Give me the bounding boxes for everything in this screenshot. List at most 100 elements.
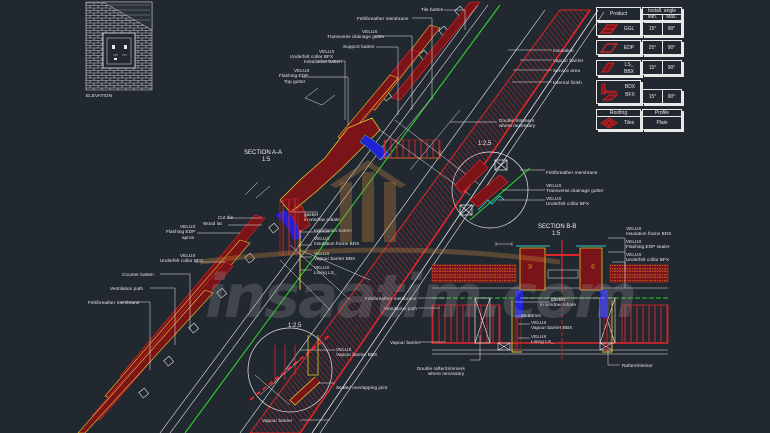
label-felt-membrane-2: Felt/breather membrane [88,300,140,305]
detail-circle-top [451,151,531,229]
label-tile-batten: Tile batten [421,7,444,12]
label-installation-batten-2: Installation batten [314,228,352,233]
section-aa-rafter [239,9,605,433]
section-aa-tiles-upper [337,1,481,141]
label-top-gutter: Top gutter [284,79,306,84]
label-velux: VELUX [546,183,562,188]
label-felt-membrane: Felt/breather membrane [357,16,409,21]
label-velux: VELUX [546,196,562,201]
label-velux: VELUX [314,236,330,241]
label-insulation-frame: Insulation frame BDX [314,241,360,246]
section-aa-title: SECTION A-A [244,150,283,156]
label-rafter-trimmer: Rafter/trimmer [622,363,653,368]
label-velux: VELUX [362,29,378,34]
product-row-edp: EDP [596,40,641,55]
label-transverse-gutter: Transverse drainage gutter [327,34,385,39]
label-underfelt-collar: Underfelt collar BFX [290,54,334,59]
label-velux: VELUX [531,320,547,325]
edp-flashing-icon [599,43,619,53]
section-aa-tiles-lower [77,214,266,433]
detail-top-scale: 1:2,5 [478,141,492,147]
label-underfelt-collar-2: Underfelt collar BFX [160,258,204,263]
angle-row-bdx-bfx: 15° 90° [642,89,682,104]
tiles-icon [600,117,618,129]
label-double-trimmers: Double trimmers [499,118,535,123]
label-internal-finish: Internal finish [553,80,582,85]
label-felt-membrane-3: Felt/breather membrane [546,170,598,175]
label-window-rebate-bb: in window rebate [540,302,577,307]
label-insulation-frame-bdx: Insulation frame BDX [626,231,672,236]
label-velux: VELUX [314,265,330,270]
product-row-bdx-bfx: BDX BFX [596,80,641,104]
label-velux: VELUX [319,49,335,54]
section-aa-battens [138,4,501,433]
label-velux: VELUX [336,347,352,352]
label-ventilation-path: Ventilation path [110,286,144,291]
label-flashing-edp-apron: Flashing EDP [166,229,196,234]
label-insulation: Insulation [553,48,574,53]
label-dim-30-50: 30-50mm [521,313,542,318]
label-velux: VELUX [626,226,642,231]
label-transverse-gutter-2: Transverse drainage gutter [546,188,604,193]
section-bb [431,240,669,360]
elevation-label: ELEVATION [86,93,113,98]
label-velux: VELUX [626,239,642,244]
label-velux: VELUX [180,224,196,229]
ggl-window-icon [600,24,618,34]
elevation-drawing [85,1,153,91]
label-vapour-barrier-2: Vapour barrier [262,418,293,423]
angle-row-ls-bbx: 15° 90° [642,60,682,75]
label-support-batten: Support batten [343,44,375,49]
lining-icon [601,62,615,73]
label-service-area: Service area [553,68,580,73]
profile-cell: Profile Plain [642,109,682,130]
label-ventilation-path-bb: Ventilation path [384,306,418,311]
label-where-necessary: where necessary [499,123,536,128]
label-lining-ls: Lining LS_ [314,270,337,275]
label-vapour-barrier-bbx-2: Vapour barrier BBX [336,352,378,357]
label-velux: VELUX [294,68,310,73]
section-aa-scale: 1:5 [262,157,271,163]
leader-lines [120,9,626,421]
label-window-rebate: in window rebate [304,217,341,222]
label-vapour-barrier: Vapour barrier [553,58,584,63]
label-gasket-bb: gasket [551,297,566,302]
watermark-text: insaatim.com [205,262,637,332]
label-counter-batten: Counter batten [122,272,154,277]
label-velux: VELUX [180,253,196,258]
label-double-rafter: Double rafter/trimmers [417,366,465,371]
label-cut-tile: Cut tile [218,215,234,220]
angle-row-ggl: 15° 90° [642,21,682,36]
label-underfelt-collar-3: Underfelt collar BFX [546,201,590,206]
section-bb-scale: 1:5 [552,231,561,237]
angle-row-edp: 25° 90° [642,40,682,55]
label-velux: VELUX [626,252,642,257]
label-felt-membrane-bb: Felt/breather membrane [365,296,417,301]
label-apron: apron [182,235,195,240]
label-velux: VELUX [531,334,547,339]
label-flashing-edp: Flashing EDP [279,73,309,78]
product-row-ls-bbx: LS_ BBX [596,60,641,76]
product-row-ggl: GGL [596,21,641,36]
label-wood-lat: Wood lat [203,221,222,226]
label-installation-batten: Installation batten [304,59,342,64]
product-header-cell: Product [596,7,641,21]
label-vapour-barrier-bb: Vapour barrier [390,340,421,345]
label-flashing-edp-sealer: Flashing EDP sealer [626,244,670,249]
label-underfelt-collar-bb: Underfelt collar BFX [626,257,670,262]
label-velux: VELUX [314,251,330,256]
label-sealed-joint: Sealed overlapping joint [336,385,388,390]
label-vapour-barrier-bbx-bb: Vapour barrier BBX [531,325,573,330]
label-lining-ls-bb: Lining LS_ [531,339,554,344]
detail-bottom-scale: 1:2,5 [288,323,302,329]
label-gasket: gasket [304,212,319,217]
section-bb-title: SECTION B-B [538,224,577,230]
roofing-cell: Roofing Tiles [596,109,641,130]
detail-circle-bottom [247,327,333,413]
section-aa-window-frame [244,87,481,311]
label-vapour-barrier-bbx: Vapour barrier BBX [314,256,356,261]
install-angle-header: Install. angle Min. Max. [642,7,682,21]
label-where-necessary-bb: where necessary [428,371,465,376]
